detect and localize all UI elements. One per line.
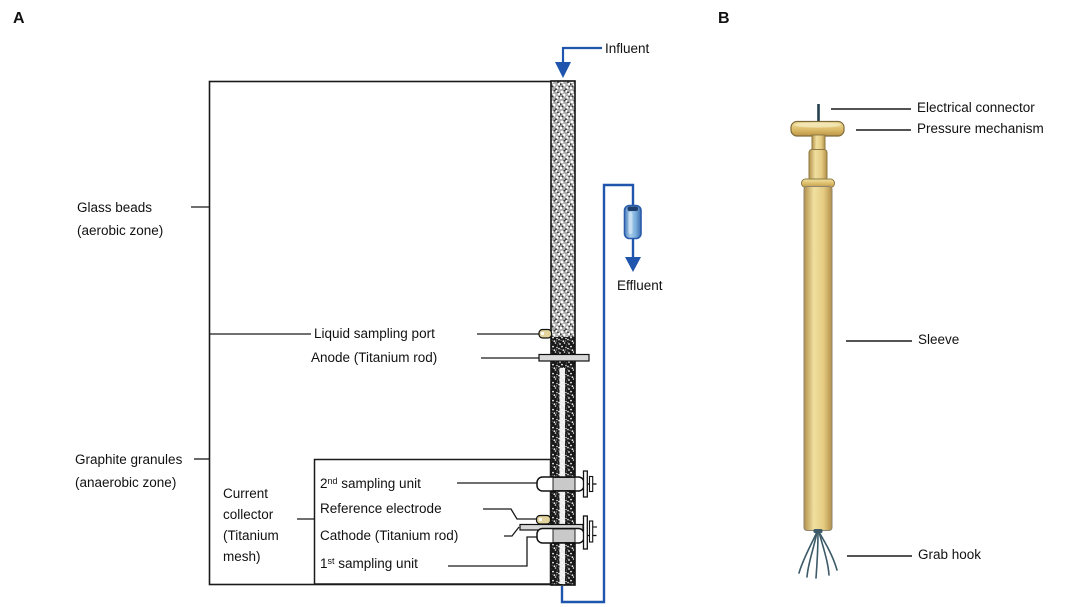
sleeve-label: Sleeve: [918, 332, 960, 347]
effluent-vial-icon: [623, 204, 642, 240]
central-channel: [559, 368, 565, 584]
electrical-connector-label: Electrical connector: [917, 100, 1035, 115]
sampling-unit-2-label: 2nd sampling unit: [320, 476, 421, 491]
reference-electrode-fitting: [535, 514, 552, 525]
pressure-mechanism-disc: [790, 120, 845, 137]
sampling-unit-1-device: [536, 515, 597, 550]
effluent-label: Effluent: [617, 278, 663, 293]
cathode-line: [504, 526, 520, 537]
influent-down-arrow-icon: [555, 62, 571, 78]
probe-stem-upper: [811, 134, 826, 151]
sampling-unit1-line: [448, 536, 539, 567]
reference-electrode-label: Reference electrode: [320, 501, 442, 516]
current-collector-label: Current collector (Titanium mesh): [223, 486, 279, 564]
glass-beads-label: Glass beads (aerobic zone): [77, 200, 164, 238]
influent-label: Influent: [605, 41, 650, 56]
influent-pipe: [561, 46, 602, 64]
probe-label-lines: [831, 108, 912, 557]
grab-hook-claw-icon: [798, 529, 838, 579]
panel-a-letter: A: [13, 10, 25, 27]
reactor-column-diagram: [191, 46, 642, 604]
liquid-sampling-port-fitting: [538, 328, 553, 339]
sampling-unit-1-label: 1st sampling unit: [320, 556, 418, 571]
label-lines: [191, 206, 539, 567]
effluent-down-arrow-icon: [625, 257, 641, 272]
sleeve-body: [803, 186, 833, 531]
packed-column: [550, 80, 576, 586]
electrode-label-box: [313, 458, 552, 585]
cathode-label: Cathode (Titanium rod): [320, 528, 459, 543]
probe-stem-lower: [808, 149, 828, 181]
anode-rod: [538, 353, 590, 362]
sampling-unit-2-device: [536, 470, 597, 498]
graphite-granules-label: Graphite granules (anaerobic zone): [75, 452, 183, 490]
sampling-probe-diagram: [790, 104, 912, 579]
reference-electrode-line: [483, 508, 537, 520]
panel-b-letter: B: [718, 10, 730, 27]
grab-hook-label: Grab hook: [918, 547, 982, 562]
pressure-mechanism-label: Pressure mechanism: [917, 121, 1044, 136]
glass-beads-zone: [551, 81, 575, 337]
effluent-pipe: [560, 183, 635, 604]
liquid-sampling-port-label: Liquid sampling port: [314, 326, 435, 341]
anode-label: Anode (Titanium rod): [311, 350, 438, 365]
